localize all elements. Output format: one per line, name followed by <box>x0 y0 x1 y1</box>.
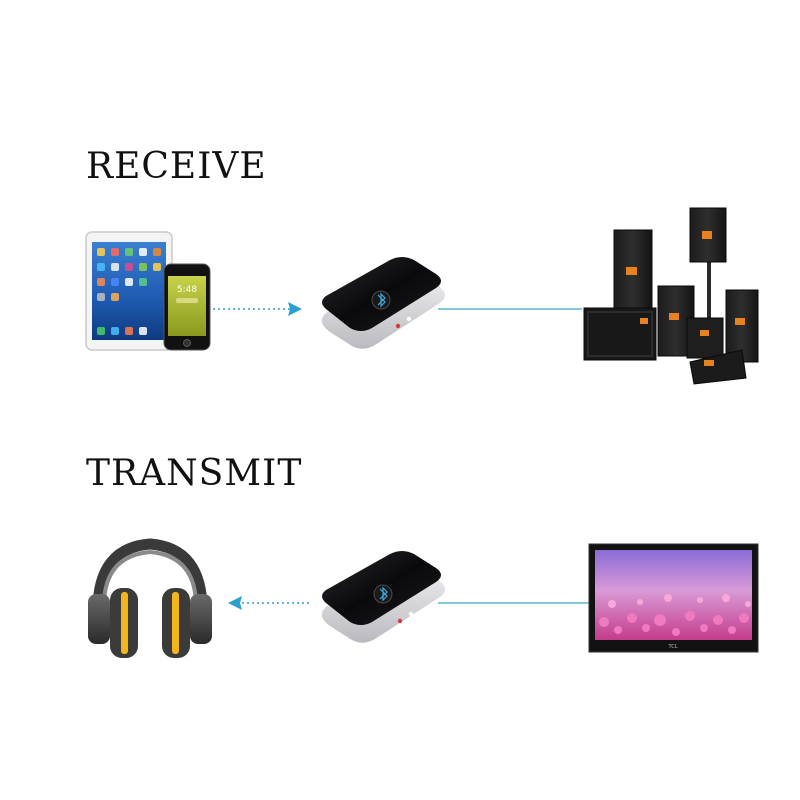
receive-arrow <box>213 302 302 316</box>
headphones-icon <box>88 538 212 658</box>
bluetooth-adapter-receive <box>321 257 445 349</box>
phone-icon: 5:48 <box>163 263 211 351</box>
transmit-arrow <box>228 596 310 610</box>
transmit-title: TRANSMIT <box>86 453 303 494</box>
phone-clock: 5:48 <box>177 285 197 295</box>
tv-brand-label: TCL <box>667 644 677 650</box>
receive-title: RECEIVE <box>86 146 267 187</box>
bluetooth-adapter-transmit <box>321 551 445 643</box>
speaker-set-icon <box>583 207 759 385</box>
tablet-icon <box>85 231 173 351</box>
tv-icon: TCL <box>588 543 759 653</box>
